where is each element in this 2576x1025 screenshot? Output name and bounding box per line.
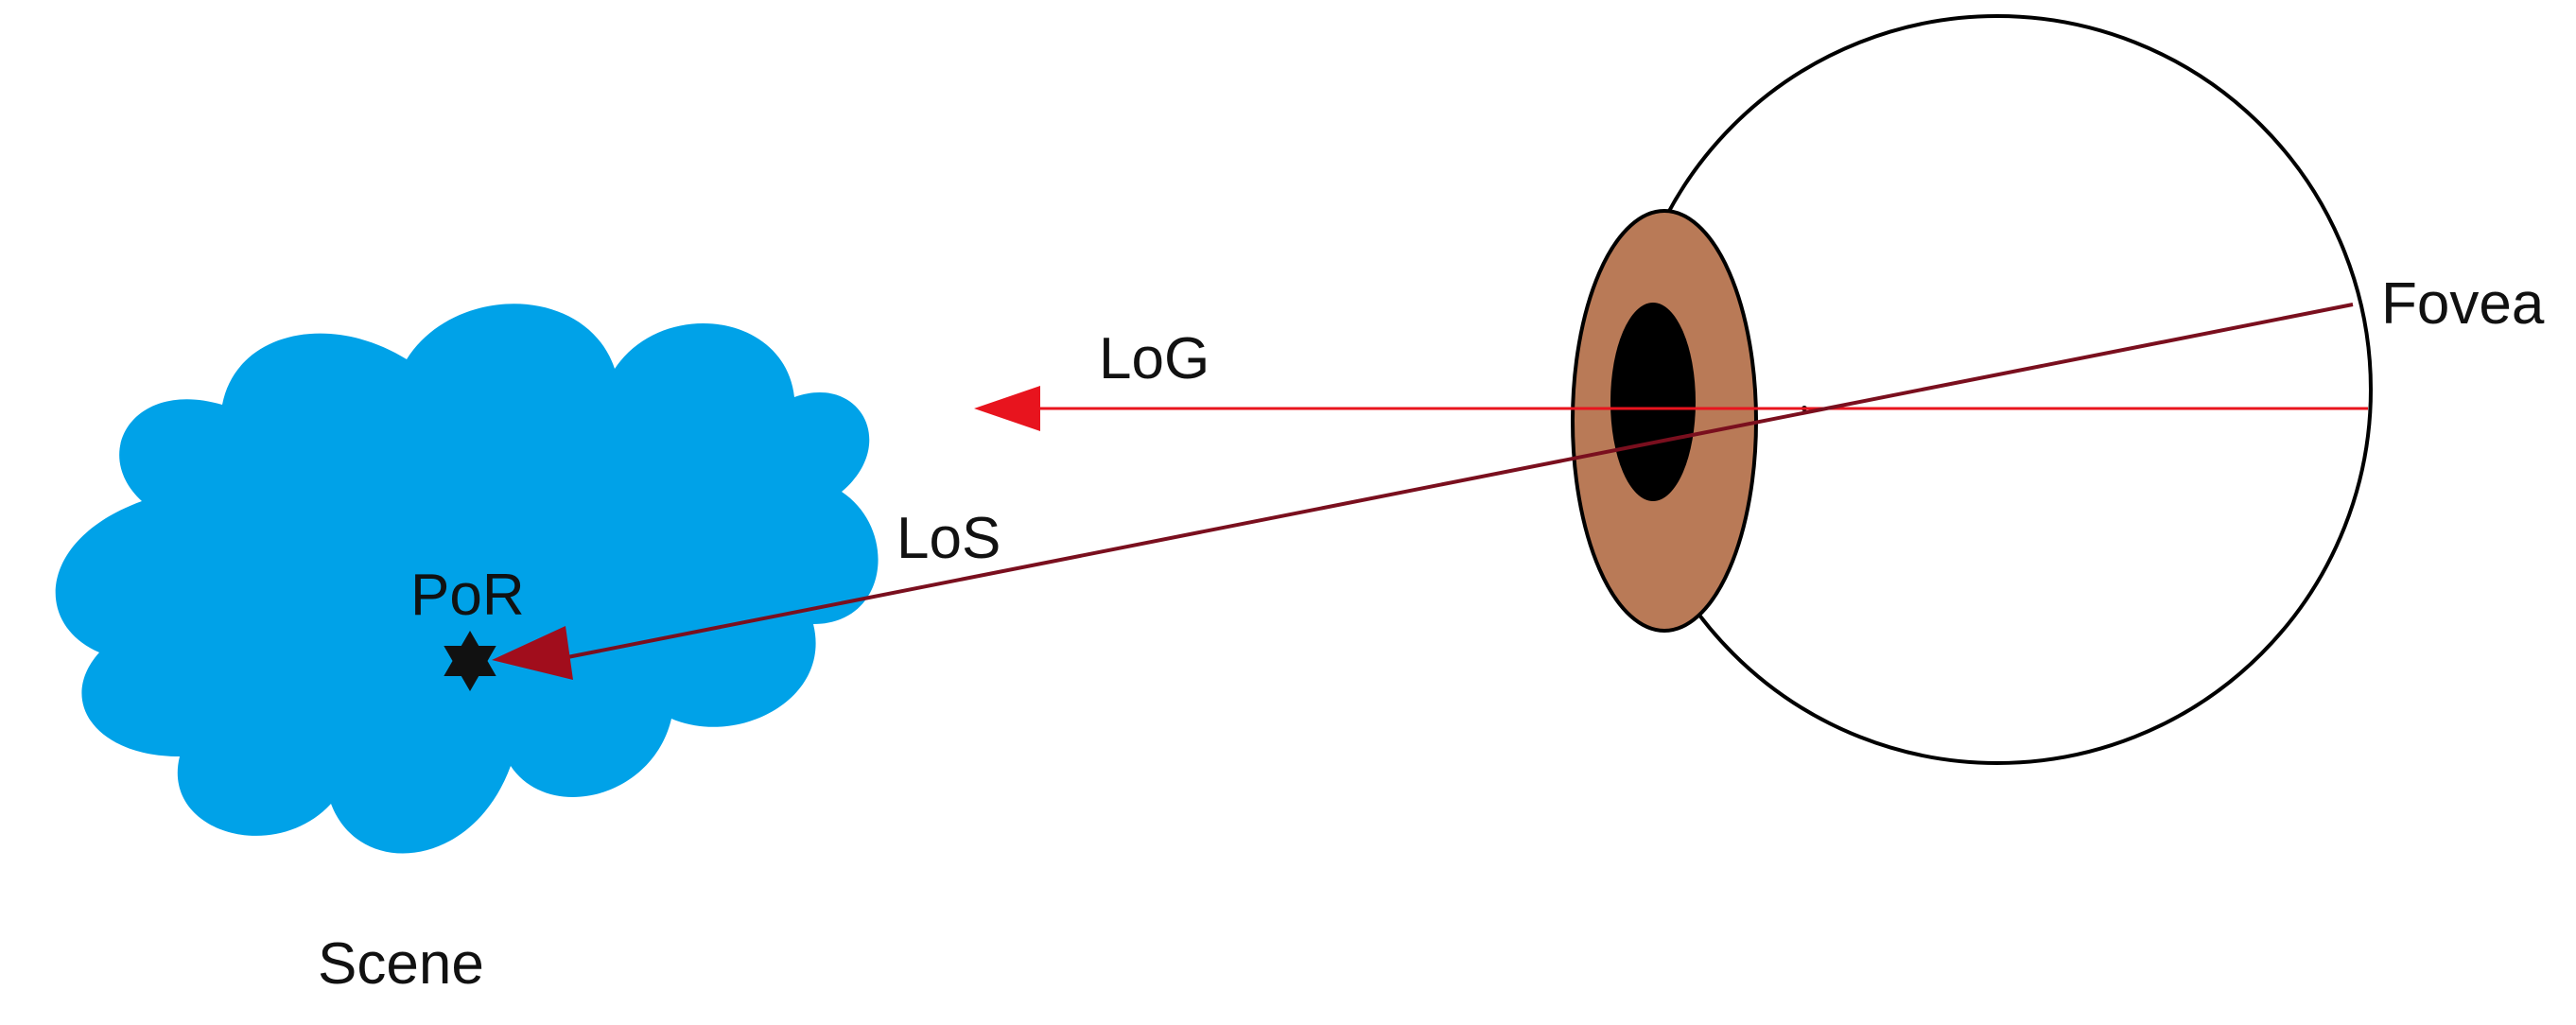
eye <box>1571 14 2373 765</box>
los-arrowhead <box>492 626 573 680</box>
scene-cloud <box>55 304 879 854</box>
line-of-gaze <box>974 386 2368 431</box>
fovea-label: Fovea <box>2381 271 2545 337</box>
los-label: LoS <box>896 506 1001 571</box>
pupil <box>1610 303 1696 501</box>
por-star <box>444 631 496 691</box>
scene-cloud-shape <box>55 304 879 854</box>
line-of-sight <box>492 303 2354 680</box>
log-arrowhead <box>974 386 1040 431</box>
scene-label: Scene <box>318 931 484 997</box>
por-label: PoR <box>410 563 525 628</box>
por-star-lower <box>444 646 496 691</box>
los-line <box>557 303 2354 661</box>
log-label: LoG <box>1099 326 1210 391</box>
